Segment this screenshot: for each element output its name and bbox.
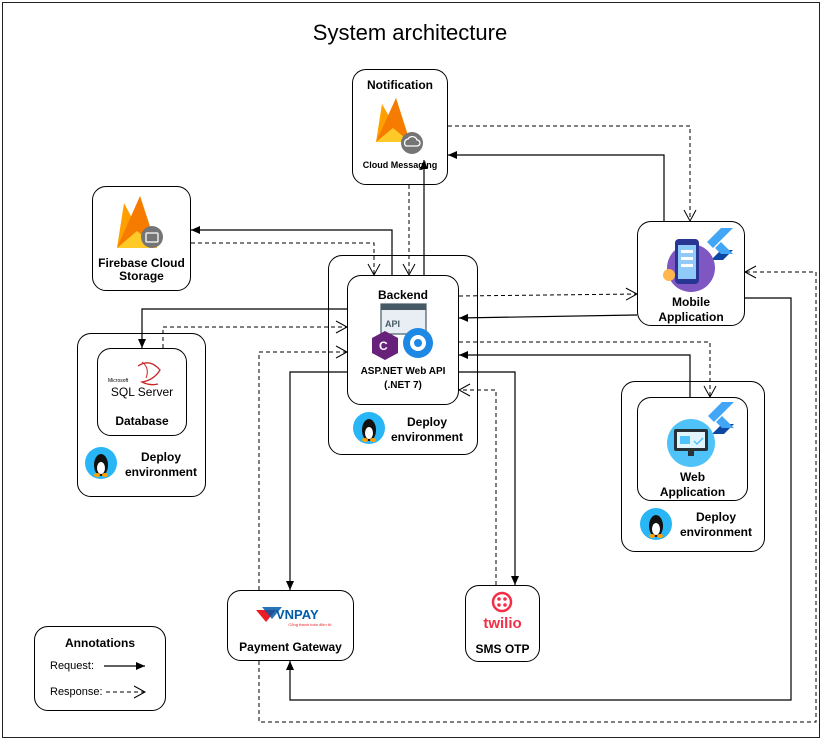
payment-to-backend-response xyxy=(258,345,349,590)
diagram-title: System architecture xyxy=(312,20,508,45)
folder-icon xyxy=(141,226,163,248)
database-to-backend-response xyxy=(162,320,349,348)
database-box xyxy=(97,348,187,436)
vnpay-tagline: Cổng thanh toán điện tử xyxy=(288,622,332,627)
mobile-label-line2: Application xyxy=(658,310,724,324)
annotations-title: Annotations xyxy=(65,636,135,650)
sms-label: SMS OTP xyxy=(475,642,530,656)
payment-box xyxy=(227,590,354,661)
linux-penguin-icon xyxy=(85,447,117,479)
storage-label-line2: Storage xyxy=(119,269,164,283)
vnpay-logo-text: VNPAY xyxy=(276,607,319,622)
notification-to-mobile-response xyxy=(448,125,697,223)
legend-request-label: Request: xyxy=(50,660,95,672)
backend-box xyxy=(347,275,459,405)
backend-to-database-arrow xyxy=(138,308,347,348)
backend-tech-line2: (.NET 7) xyxy=(384,380,422,391)
response-arrows xyxy=(162,125,817,723)
web-deploy-line1: Deploy xyxy=(695,510,736,524)
web-to-backend-arrow xyxy=(459,351,691,397)
sql-server-logo-text: SQL Server xyxy=(110,385,174,399)
cloud-icon xyxy=(401,132,423,154)
web-deploy-line2: environment xyxy=(679,525,752,539)
payment-to-mobile-response xyxy=(258,265,817,723)
legend-response-label: Response: xyxy=(50,686,103,698)
cloud-messaging-label: Cloud Messaging xyxy=(362,160,438,170)
sms-box xyxy=(465,585,540,662)
backend-deploy-line2: environment xyxy=(390,430,463,444)
phone-icon xyxy=(663,239,715,292)
sql-server-icon xyxy=(137,361,161,386)
storage-to-backend-response xyxy=(191,242,381,277)
mobile-to-notification-arrow xyxy=(448,151,665,221)
backend-to-mobile-response xyxy=(458,287,639,301)
web-label-line2: Application xyxy=(659,485,726,499)
backend-deploy-line1: Deploy xyxy=(406,415,447,429)
twilio-logo xyxy=(491,591,513,613)
backend-label: Backend xyxy=(377,288,429,302)
database-deploy-line2: environment xyxy=(124,465,197,479)
linux-penguin-icon xyxy=(353,412,385,444)
database-label: Database xyxy=(115,414,169,428)
gear-icon xyxy=(403,328,433,358)
mobile-to-backend-arrow xyxy=(458,313,638,322)
backend-tech-line1: ASP.NET Web API xyxy=(360,366,446,377)
backend-to-sms-arrow xyxy=(459,371,519,585)
diagram-frame xyxy=(2,2,820,738)
storage-label-line1: Firebase Cloud xyxy=(98,256,185,270)
database-deploy-line1: Deploy xyxy=(140,450,181,464)
payment-label: Payment Gateway xyxy=(239,640,342,654)
sql-server-small-text: Microsoft xyxy=(108,378,129,384)
mobile-label-line1: Mobile xyxy=(672,295,710,309)
mobile-to-payment-arrow xyxy=(286,297,792,701)
notification-label: Notification xyxy=(367,78,433,92)
backend-to-payment-arrow xyxy=(286,371,347,590)
monitor-icon xyxy=(667,419,715,467)
request-arrows xyxy=(138,151,792,701)
firebase-icon xyxy=(376,98,410,142)
backend-to-web-response xyxy=(459,341,717,399)
csharp-icon: C xyxy=(372,331,398,360)
svg-text:C: C xyxy=(379,339,388,353)
api-icon-text: API xyxy=(385,319,400,329)
sms-to-backend-response xyxy=(457,383,497,585)
flutter-icon xyxy=(707,228,733,260)
backend-to-storage-arrow xyxy=(191,226,393,275)
web-label-line1: Web xyxy=(679,470,706,484)
vnpay-logo xyxy=(256,607,282,622)
linux-penguin-icon xyxy=(640,508,672,540)
twilio-logo-text: twilio xyxy=(483,615,522,632)
flutter-icon xyxy=(708,402,734,434)
